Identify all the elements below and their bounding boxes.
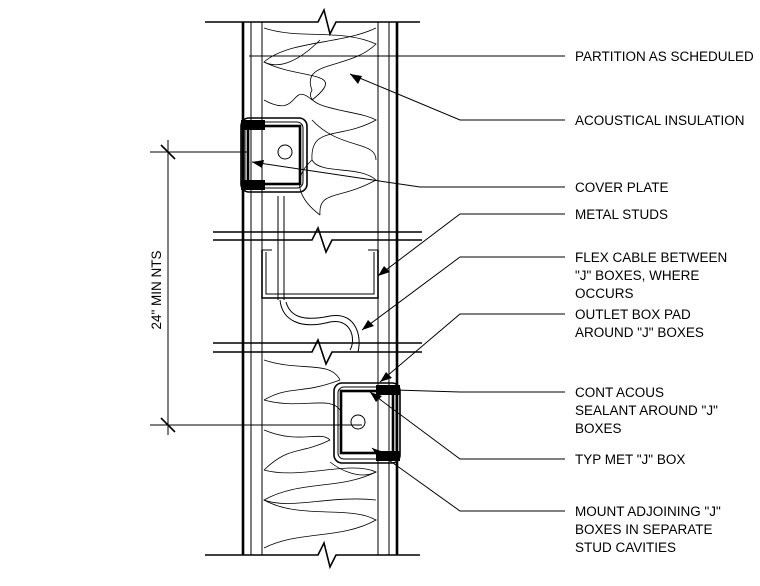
note-cover-plate: COVER PLATE bbox=[575, 180, 669, 195]
dimension-label: 24" MIN NTS bbox=[149, 250, 164, 329]
note-mount: MOUNT ADJOINING "J" BOXES IN SEPARATE ST… bbox=[575, 504, 725, 555]
break-line-top bbox=[205, 7, 420, 37]
flex-cable bbox=[279, 299, 360, 353]
break-line-bottom bbox=[205, 540, 420, 570]
note-metal-studs: METAL STUDS bbox=[575, 207, 668, 222]
note-outlet-pad: OUTLET BOX PAD AROUND "J" BOXES bbox=[575, 307, 704, 340]
notes: PARTITION AS SCHEDULED ACOUSTICAL INSULA… bbox=[575, 49, 754, 555]
note-flex-cable: FLEX CABLE BETWEEN "J" BOXES, WHERE OCCU… bbox=[575, 250, 731, 301]
note-partition: PARTITION AS SCHEDULED bbox=[575, 49, 754, 64]
metal-stud-section bbox=[261, 196, 379, 300]
acoustical-insulation-lower bbox=[263, 359, 377, 549]
leader-lines bbox=[249, 55, 565, 512]
upper-j-box bbox=[240, 117, 308, 193]
note-sealant: CONT ACOUS SEALANT AROUND "J" BOXES bbox=[575, 385, 722, 436]
break-line-mid-upper bbox=[213, 225, 422, 255]
lower-j-box bbox=[333, 382, 401, 464]
break-line-mid-lower bbox=[213, 337, 422, 367]
dimension-24-min: 24" MIN NTS bbox=[149, 140, 362, 435]
note-j-box: TYP MET "J" BOX bbox=[575, 452, 685, 467]
note-insulation: ACOUSTICAL INSULATION bbox=[575, 113, 745, 128]
